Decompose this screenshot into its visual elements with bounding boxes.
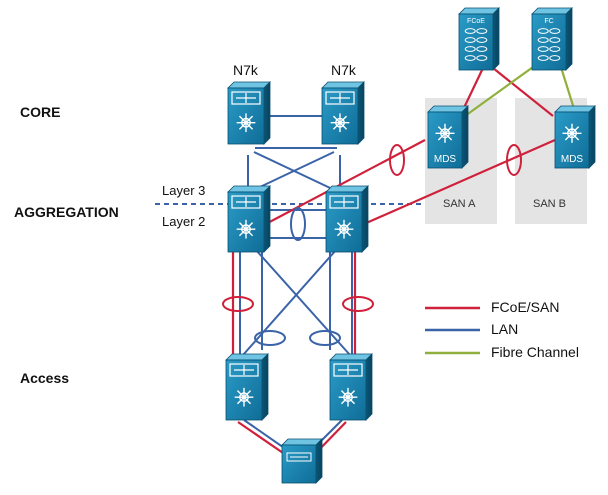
mds-switch-icon (435, 123, 455, 143)
mds-switch-san-b: MDS (554, 105, 596, 169)
core-switch-right (321, 81, 365, 145)
aggregation-switch-right (325, 185, 369, 253)
nexus-switch-icon (231, 195, 261, 239)
storage-fcoe-label: FCoE (467, 18, 485, 25)
tier-label-aggregation: AGGREGATION (14, 204, 119, 220)
storage-array-icon (464, 28, 488, 61)
nexus-switch-icon (325, 91, 355, 133)
mds-switch-icon (562, 123, 582, 143)
nexus-switch-icon (229, 363, 259, 407)
legend-label-lan: LAN (491, 321, 519, 337)
nexus-switch-icon (231, 91, 261, 133)
tier-label-core: CORE (20, 104, 61, 120)
port-channel-ellipses (222, 144, 522, 346)
layer2-label: Layer 2 (162, 214, 206, 229)
aggregation-switch-left (227, 185, 271, 253)
core-switch-right-label: N7k (331, 62, 356, 78)
core-switch-left-label: N7k (233, 62, 258, 78)
access-switch-right (329, 353, 373, 421)
mds-switch-san-a: MDS (427, 105, 469, 169)
legend (425, 306, 480, 355)
san-b-label: SAN B (533, 198, 567, 210)
nexus-switch-icon (333, 363, 363, 407)
layer3-label: Layer 3 (162, 183, 206, 198)
nexus-switch-icon (329, 195, 359, 239)
storage-array-icon (537, 28, 561, 61)
legend-label-fc: Fibre Channel (491, 344, 579, 360)
server (281, 438, 323, 484)
legend-label-fcoe: FCoE/SAN (491, 299, 560, 315)
storage-fc-label: FC (544, 18, 553, 25)
tier-label-access: Access (20, 370, 70, 386)
access-switch-left (225, 353, 269, 421)
san-a-label: SAN A (443, 198, 476, 210)
storage-fc: FC (531, 7, 573, 71)
server-icon (286, 452, 312, 462)
mds-label: MDS (434, 154, 457, 165)
fc-links (464, 61, 577, 117)
mds-label: MDS (561, 154, 584, 165)
storage-fcoe: FCoE (458, 7, 500, 71)
core-switch-left (227, 81, 271, 145)
fcoe-links (231, 63, 556, 456)
